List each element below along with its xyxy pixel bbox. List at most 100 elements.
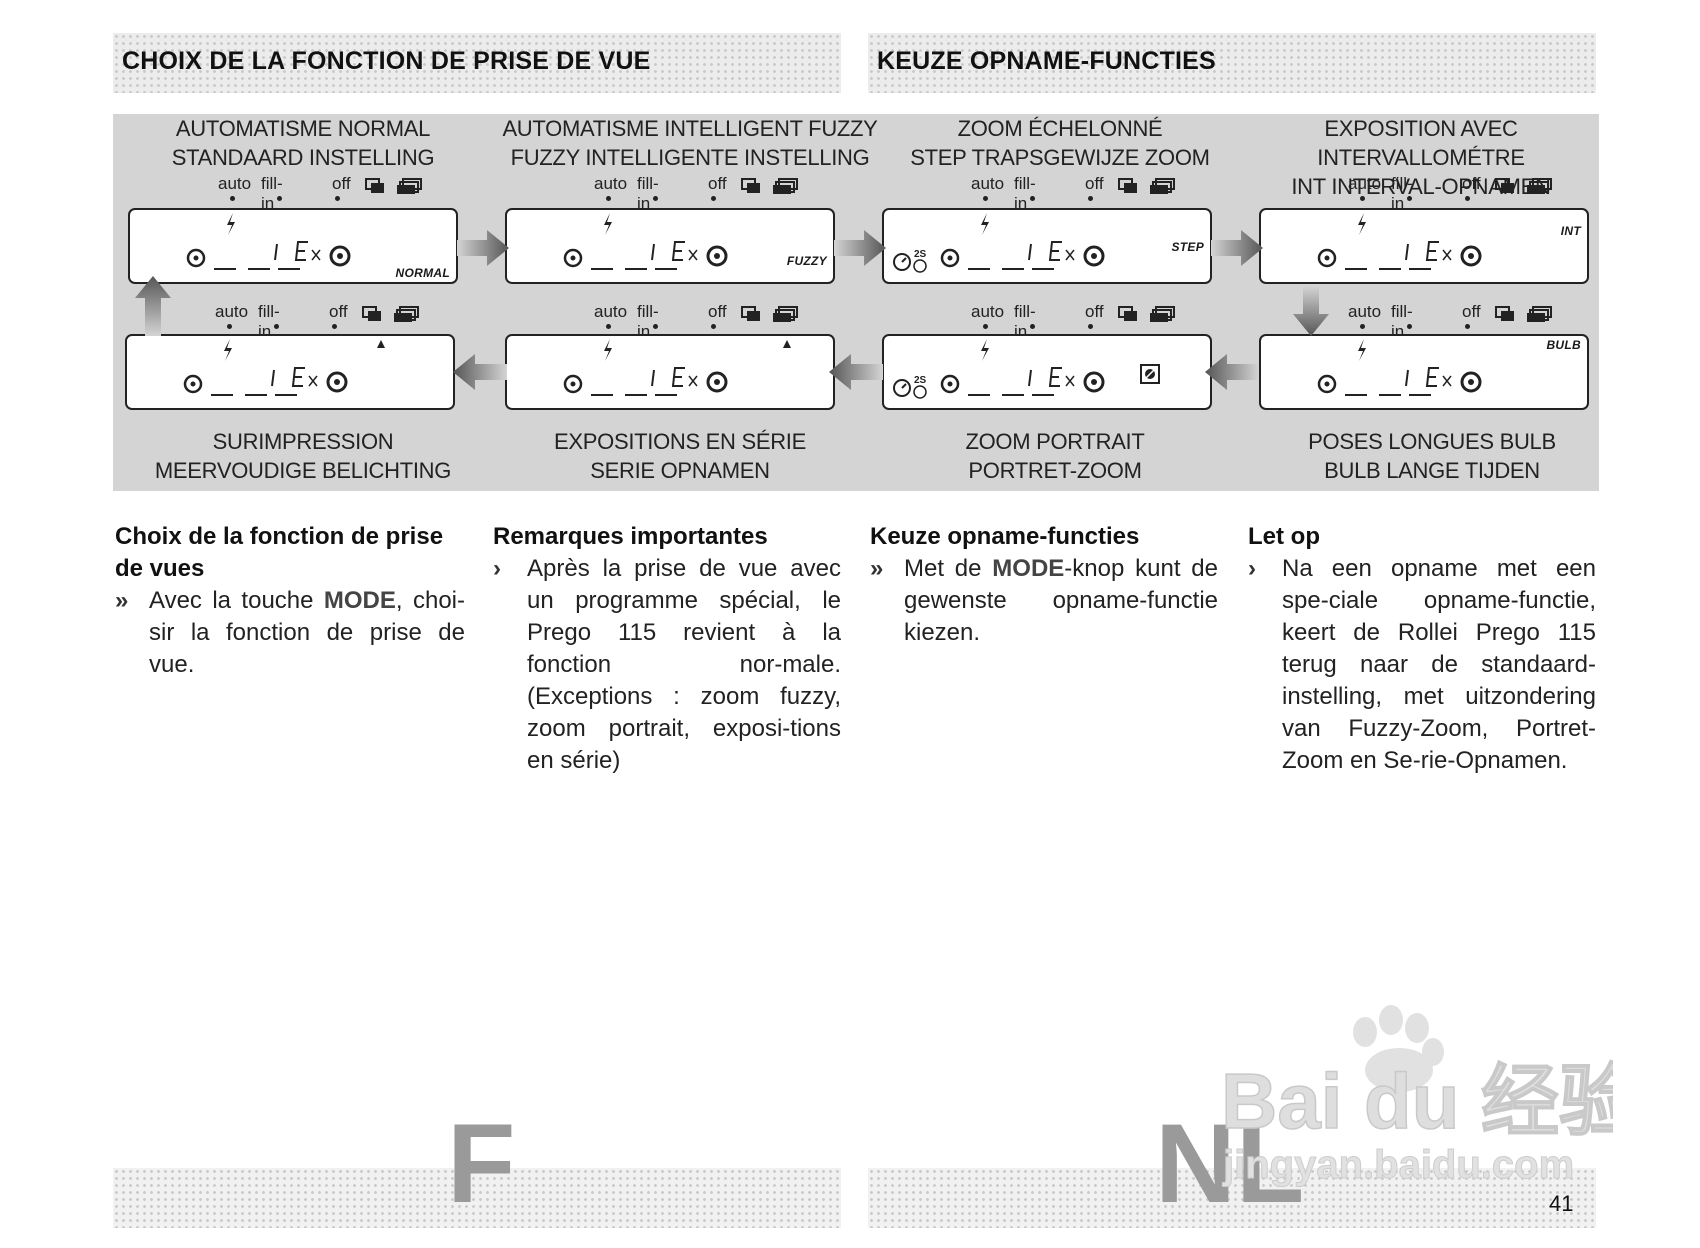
caption-multi-nl: MEERVOUDIGE BELICHTING: [154, 458, 452, 483]
flash-off-dot: [711, 324, 716, 329]
mode-indicator-triangle-icon: [377, 340, 385, 348]
caption-portrait-nl: PORTRET-ZOOM: [968, 458, 1142, 483]
lcd-segment-display: [940, 241, 1105, 270]
flash-bolt-icon: [981, 339, 989, 361]
flash-off-label: off: [708, 302, 727, 321]
flash-bolt-icon: [1358, 339, 1366, 361]
caption-step-fr: ZOOM ÉCHELONNÉ: [957, 116, 1163, 141]
caption-normal-fr: AUTOMATISME NORMAL: [175, 116, 431, 141]
caption-int-fr: EXPOSITION AVEC INTERVALLOMÉTRE: [1317, 116, 1525, 170]
flash-auto-label: auto: [971, 302, 1005, 321]
flash-fillin-dot: [653, 324, 658, 329]
flash-auto-dot: [1360, 196, 1365, 201]
series-icon: [1150, 306, 1175, 322]
flash-auto-label: auto: [594, 174, 628, 193]
watermark-brand-text: Bai du 经验: [1221, 1057, 1613, 1145]
column-french-remarks: Remarques importantes › Après la prise d…: [493, 521, 841, 777]
language-marker-french: F: [447, 1101, 516, 1226]
multi-exposure-icon: [1495, 178, 1514, 193]
chevron-icon: ›: [493, 555, 501, 582]
page-number: 41: [1549, 1191, 1574, 1216]
text-segment: , choi-sir la fonction de prise de vue.: [149, 587, 465, 678]
flash-fillin-dot: [1407, 196, 1412, 201]
bullet-item: › Na een opname met een spe-ciale opname…: [1248, 553, 1596, 777]
flash-fillin-dot: [1407, 324, 1412, 329]
flash-bolt-icon: [604, 339, 612, 361]
mode-indicator-triangle-icon: [783, 340, 791, 348]
flash-bolt-icon: [1358, 213, 1366, 235]
flash-auto-dot: [983, 196, 988, 201]
series-icon: [773, 306, 798, 322]
column-french-choice: Choix de la fonction de prise de vues » …: [115, 521, 465, 681]
flash-bolt-icon: [224, 339, 232, 361]
caption-fuzzy-fr: AUTOMATISME INTELLIGENT FUZZY: [502, 116, 878, 141]
flash-off-dot: [1088, 196, 1093, 201]
caption-step-nl: STEP TRAPSGEWIJZE ZOOM: [910, 145, 1210, 170]
lcd-segment-display: [563, 367, 728, 396]
caption-normal-nl: STANDAARD INSTELLING: [171, 145, 435, 170]
caption-series-fr: EXPOSITIONS EN SÉRIE: [554, 429, 806, 454]
flash-off-label: off: [1462, 302, 1481, 321]
footer-band-dutch: [868, 1168, 1596, 1228]
arrow-up-icon: [135, 276, 171, 336]
flash-bolt-icon: [604, 213, 612, 235]
column-dutch-note: Let op › Na een opname met een spe-ciale…: [1248, 521, 1596, 777]
flash-auto-label: auto: [1348, 174, 1382, 193]
header-title-dutch: KEUZE OPNAME-FUNCTIES: [877, 47, 1216, 75]
double-chevron-icon: »: [115, 587, 129, 614]
flash-off-dot: [335, 196, 340, 201]
lcd-portrait: 2S: [882, 334, 1212, 410]
bullet-item: › Après la prise de vue avec un programm…: [493, 553, 841, 777]
flash-off-label: off: [708, 174, 727, 193]
header-band-french: CHOIX DE LA FONCTION DE PRISE DE VUE: [113, 33, 841, 93]
flash-off-label: off: [1462, 174, 1481, 193]
svg-text:2S: 2S: [914, 375, 927, 386]
flash-off-dot: [711, 196, 716, 201]
column-title-french-remarks: Remarques importantes: [493, 523, 768, 550]
bullet-item: » Avec la touche MODE, choi-sir la fonct…: [115, 585, 465, 681]
caption-fuzzy: AUTOMATISME INTELLIGENT FUZZY FUZZY INTE…: [495, 114, 885, 172]
svg-text:2S: 2S: [914, 249, 927, 260]
footer-band-french: [113, 1168, 841, 1228]
caption-series-nl: SERIE OPNAMEN: [590, 458, 770, 483]
series-icon: [1527, 306, 1552, 322]
double-chevron-icon: »: [870, 555, 884, 582]
flash-off-dot: [1465, 196, 1470, 201]
flash-off-label: off: [1085, 174, 1104, 193]
lcd-step: 2S STEP: [882, 208, 1212, 284]
lcd-int: INT: [1259, 208, 1589, 284]
watermark-url-text: jingyan.baidu.com: [1222, 1143, 1574, 1187]
caption-series: EXPOSITIONS EN SÉRIE SERIE OPNAMEN: [495, 427, 865, 485]
flash-auto-dot: [983, 324, 988, 329]
remarks-text: Après la prise de vue avec un programme …: [527, 555, 841, 774]
arrow-right-icon: [834, 230, 886, 266]
text-segment: -knop kunt de gewenste opname-functie ki…: [904, 555, 1218, 646]
lcd-segment-display: [563, 241, 728, 270]
flash-fillin-dot: [653, 196, 658, 201]
lcd-tag-normal: NORMAL: [395, 266, 450, 280]
flash-auto-dot: [606, 196, 611, 201]
multi-exposure-icon: [741, 178, 760, 193]
flash-auto-label: auto: [215, 302, 249, 321]
multi-exposure-icon: [741, 306, 760, 321]
flash-bolt-icon: [981, 213, 989, 235]
flash-auto-dot: [227, 324, 232, 329]
mode-diagram: AUTOMATISME NORMAL STANDAARD INSTELLING …: [113, 114, 1599, 491]
flash-off-dot: [1465, 324, 1470, 329]
lcd-tag-fuzzy: FUZZY: [786, 254, 827, 268]
caption-bulb: POSES LONGUES BULB BULB LANGE TIJDEN: [1247, 427, 1617, 485]
lcd-segment-display: [940, 367, 1105, 396]
flash-fillin-dot: [277, 196, 282, 201]
column-dutch-choice: Keuze opname-functies » Met de MODE-knop…: [870, 521, 1218, 649]
series-icon: [1150, 178, 1175, 194]
multi-exposure-icon: [365, 178, 384, 193]
series-icon: [773, 178, 798, 194]
multi-exposure-icon: [1118, 178, 1137, 193]
caption-fuzzy-nl: FUZZY INTELLIGENTE INSTELLING: [510, 145, 870, 170]
flash-auto-dot: [230, 196, 235, 201]
caption-bulb-nl: BULB LANGE TIJDEN: [1324, 458, 1540, 483]
lcd-segment-display: [1317, 367, 1482, 396]
arrow-left-icon: [1205, 354, 1259, 390]
flash-auto-label: auto: [1348, 302, 1382, 321]
lcd-normal: NORMAL: [128, 208, 458, 284]
